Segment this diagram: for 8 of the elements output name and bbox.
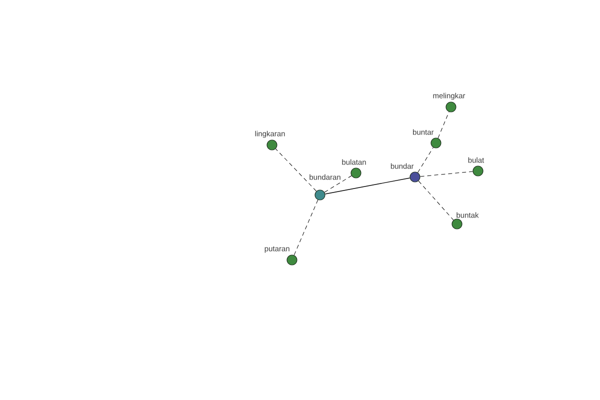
- connector-line: [420, 171, 473, 177]
- connector-line: [438, 112, 450, 138]
- connector-line: [275, 148, 317, 192]
- connector-line: [418, 147, 434, 173]
- connector-line: [324, 178, 410, 194]
- connector-line: [294, 200, 318, 256]
- connector-line: [324, 176, 352, 192]
- connector-line: [418, 180, 454, 220]
